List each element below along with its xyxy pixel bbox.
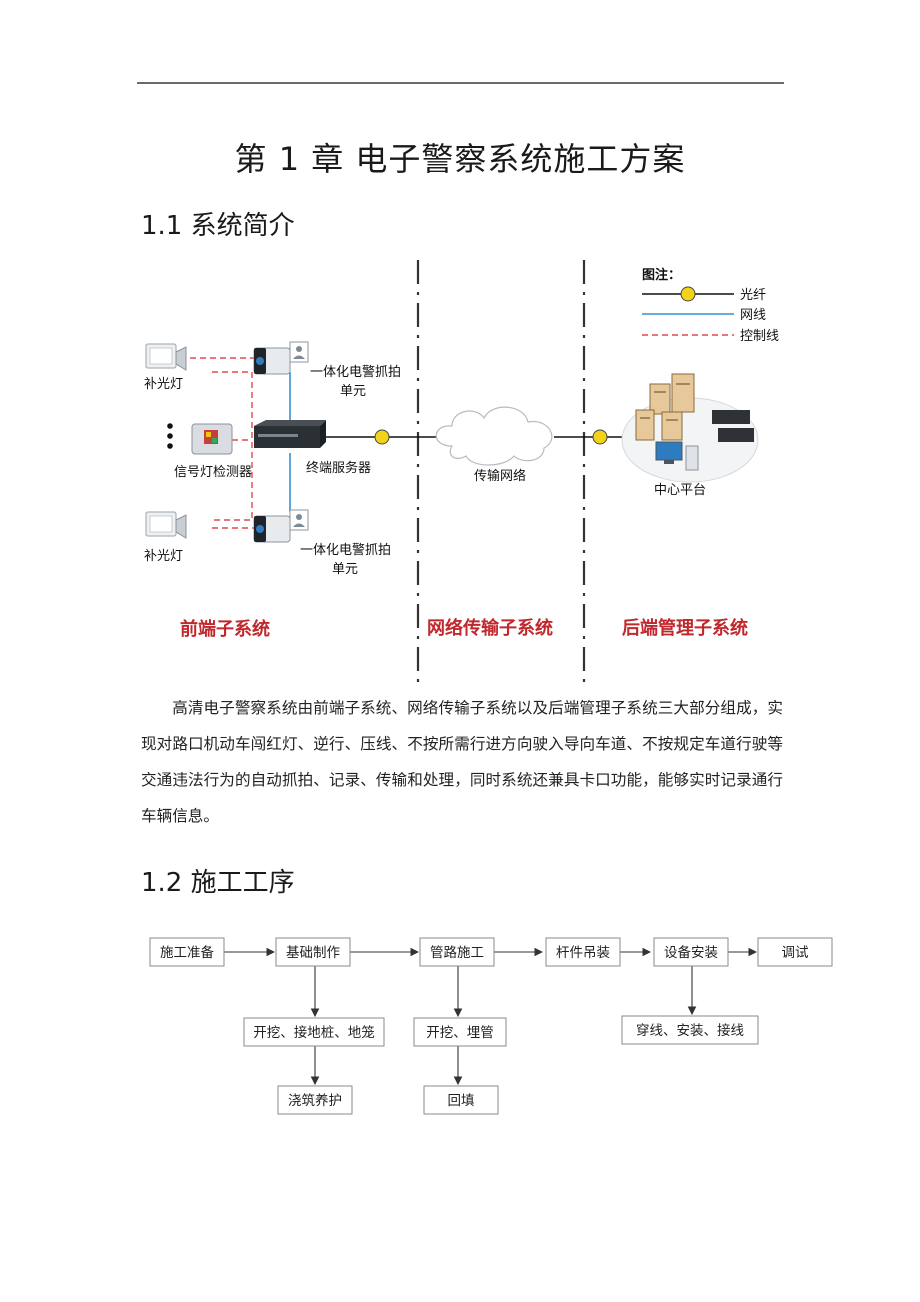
svg-text:调试: 调试 — [782, 945, 810, 961]
flow-substep-excavate-pipe: 开挖、埋管 — [413, 1017, 507, 1047]
flow-step-foundation: 基础制作 — [275, 937, 351, 967]
legend: 图注： 光纤 网线 控制线 — [642, 267, 779, 344]
flow-step-pipeline: 管路施工 — [419, 937, 495, 967]
signal-detector-icon — [191, 423, 233, 455]
more-dots-icon — [167, 423, 173, 429]
svg-text:施工准备: 施工准备 — [160, 944, 214, 961]
fiber-connector-icon — [374, 429, 390, 445]
svg-text:回填: 回填 — [448, 1093, 475, 1109]
signal-detector-label: 信号灯检测器 — [174, 465, 252, 480]
camera-icon — [253, 509, 309, 543]
server-rack-icon — [635, 373, 695, 441]
terminal-server-label: 终端服务器 — [306, 460, 371, 476]
chapter-title: 第 1 章 电子警察系统施工方案 — [234, 140, 686, 178]
svg-text:浇筑养护: 浇筑养护 — [288, 1093, 342, 1109]
svg-text:开挖、埋管: 开挖、埋管 — [426, 1025, 494, 1041]
flow-step-pole-hoisting: 杆件吊装 — [545, 937, 621, 967]
camera-label: 一体化电警抓拍 — [300, 542, 391, 558]
fiber-connector-icon — [592, 429, 608, 445]
storage-device-icon — [712, 410, 754, 442]
svg-text:穿线、安装、接线: 穿线、安装、接线 — [636, 1022, 744, 1039]
svg-text:杆件吊装: 杆件吊装 — [556, 945, 610, 961]
legend-fiber-label: 光纤 — [740, 288, 766, 303]
flow-step-equipment-install: 设备安装 — [653, 937, 729, 967]
center-platform-label: 中心平台 — [654, 483, 706, 498]
svg-text:开挖、接地桩、地笼: 开挖、接地桩、地笼 — [253, 1024, 375, 1041]
flow-substep-wiring: 穿线、安装、接线 — [621, 1015, 759, 1045]
flow-step-prep: 施工准备 — [149, 937, 225, 967]
camera-label: 一体化电警抓拍 — [310, 364, 401, 380]
subsystem-label-backend: 后端管理子系统 — [622, 617, 748, 639]
legend-network-label: 网线 — [740, 308, 766, 323]
flow-substep-pour-cure: 浇筑养护 — [277, 1085, 353, 1115]
camera-icon — [253, 341, 309, 375]
camera-label: 单元 — [332, 562, 358, 577]
section-title-intro: 1.1 系统简介 — [141, 211, 295, 241]
flow-substep-excavate-ground: 开挖、接地桩、地笼 — [243, 1017, 385, 1047]
subsystem-label-frontend: 前端子系统 — [180, 618, 270, 640]
camera-label: 单元 — [340, 384, 366, 399]
server-icon — [254, 420, 326, 448]
fiber-connector-icon — [680, 286, 696, 302]
fill-light-icon — [145, 511, 187, 539]
header-rule — [137, 82, 784, 84]
cloud-icon — [435, 406, 553, 466]
transport-network-label: 传输网络 — [474, 468, 526, 484]
svg-text:设备安装: 设备安装 — [664, 944, 718, 961]
system-architecture-diagram: 图注： 光纤 网线 控制线 补光灯 补光灯 — [144, 260, 779, 682]
fill-light-label: 补光灯 — [144, 377, 183, 392]
svg-text:基础制作: 基础制作 — [286, 944, 340, 961]
flow-substep-backfill: 回填 — [423, 1085, 499, 1115]
section-title-process: 1.2 施工工序 — [141, 868, 295, 898]
svg-text:管路施工: 管路施工 — [430, 945, 484, 961]
construction-flowchart: 施工准备 基础制作 管路施工 杆件吊装 设备安装 调试 开挖、接地桩、地笼 浇筑… — [149, 937, 833, 1115]
subsystem-label-network: 网络传输子系统 — [427, 617, 553, 639]
monitor-icon — [655, 441, 699, 471]
legend-control-label: 控制线 — [740, 329, 779, 344]
fill-light-label: 补光灯 — [144, 549, 183, 564]
fill-light-icon — [145, 343, 187, 371]
intro-paragraph: 高清电子警察系统由前端子系统、网络传输子系统以及后端管理子系统三大部分组成，实现… — [141, 699, 783, 825]
flow-step-commissioning: 调试 — [757, 937, 833, 967]
legend-title: 图注： — [642, 267, 681, 283]
